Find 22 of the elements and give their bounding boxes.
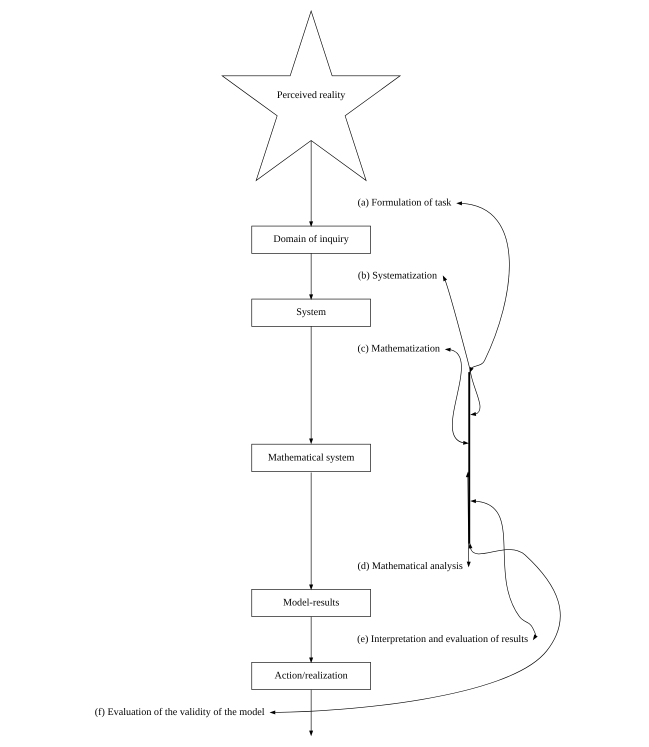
- arrow: [269, 542, 560, 714]
- arrow: [308, 326, 313, 444]
- node-text: (d) Mathematical analysis: [357, 560, 462, 572]
- arrow: [308, 253, 313, 300]
- node-box: Action/realization: [250, 662, 370, 690]
- node-box: Domain of inquiry: [250, 226, 370, 254]
- arrow: [470, 499, 538, 640]
- node-text: (b) Systematization: [357, 270, 437, 282]
- node-text: (a) Formulation of task: [357, 198, 451, 209]
- node-box: Model-results: [250, 588, 370, 617]
- arrow: [308, 472, 313, 590]
- arrow: [308, 689, 313, 736]
- arrow: [465, 472, 470, 568]
- arrow: [444, 348, 468, 445]
- arrow: [442, 275, 480, 416]
- node-box: Mathematical system: [250, 444, 370, 472]
- node-text: (c) Mathematization: [357, 344, 440, 355]
- node-bar: [468, 372, 470, 544]
- arrow: [308, 616, 313, 664]
- node-box: System: [250, 298, 370, 327]
- node-text: (e) Interpretation and evaluation of results: [356, 634, 528, 645]
- node-text: (f) Evaluation of the validity of the model: [94, 706, 264, 718]
